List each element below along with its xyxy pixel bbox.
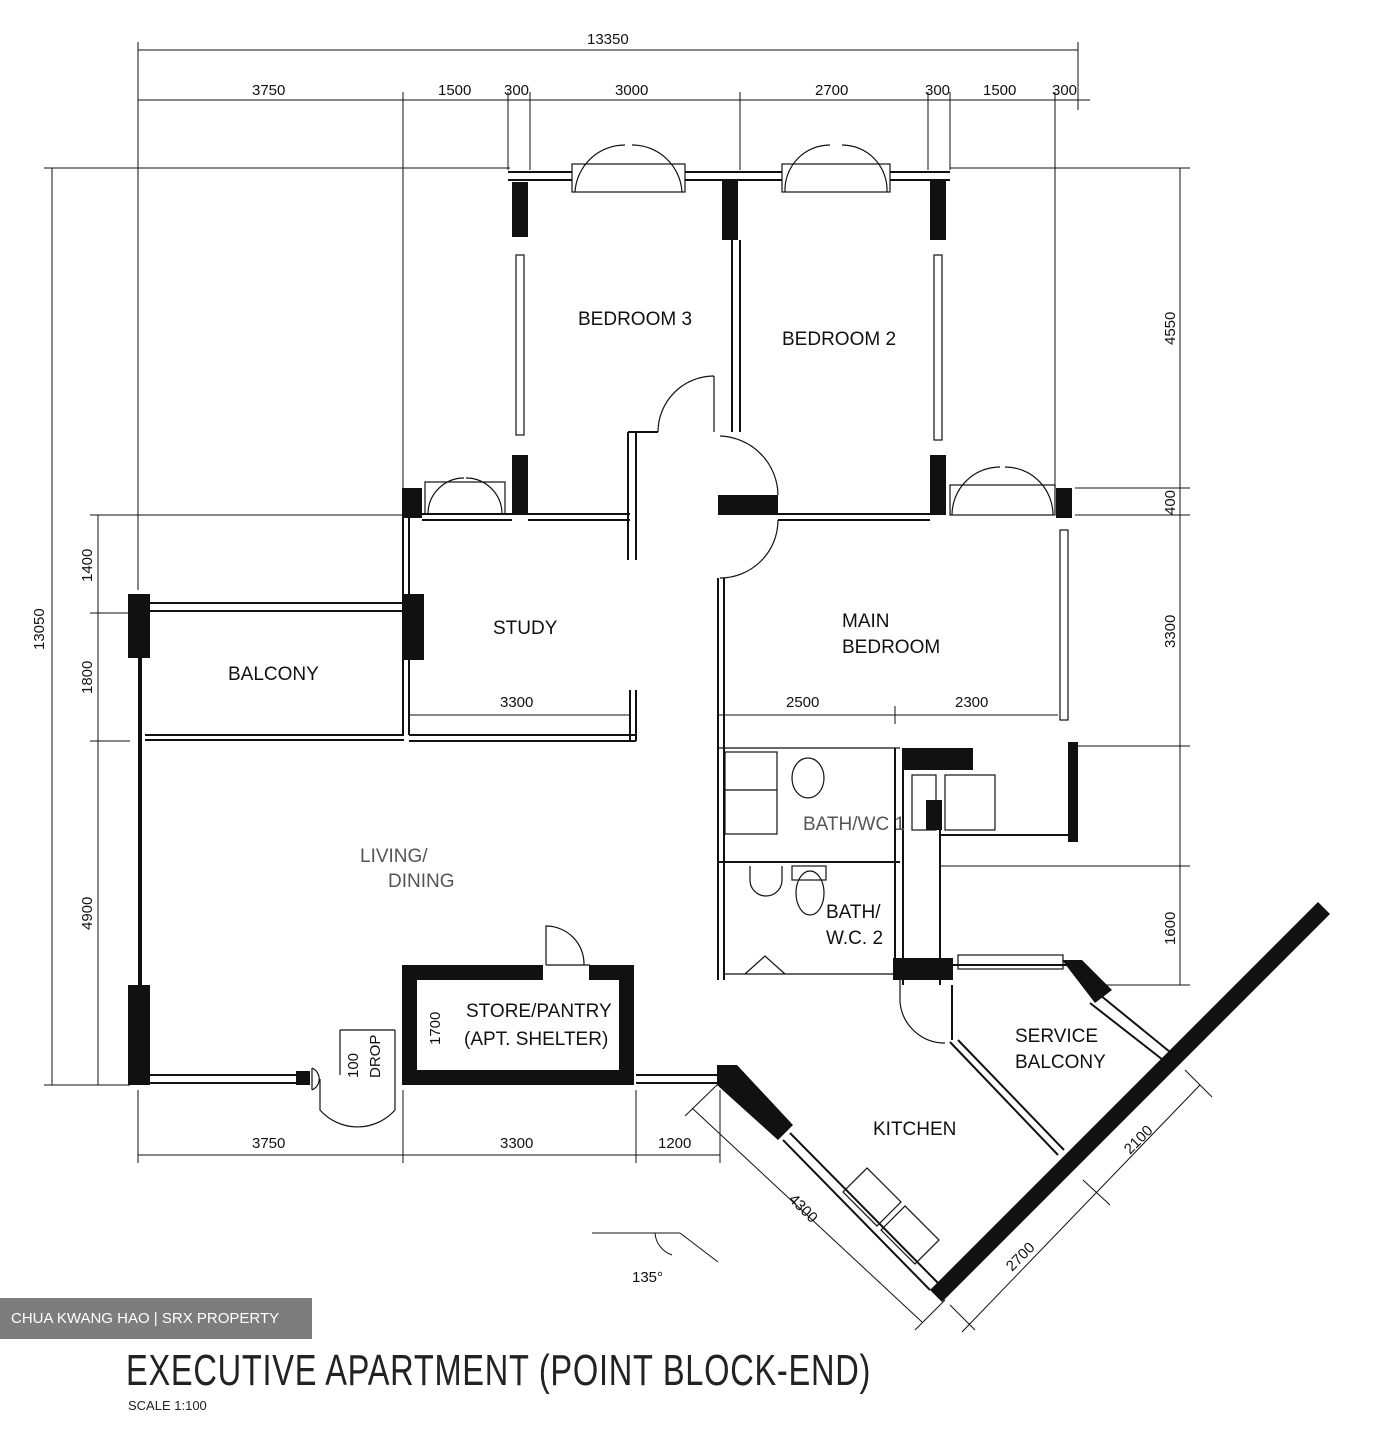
walls [128, 144, 1330, 1302]
dim-top-1: 3750 [252, 82, 285, 99]
balcony-label: BALCONY [228, 664, 319, 685]
kitchen-label: KITCHEN [873, 1119, 956, 1140]
watermark-banner: CHUA KWANG HAO | SRX PROPERTY [0, 1298, 312, 1339]
dim-kitchen-wall: 4300 [785, 1191, 821, 1227]
dim-angle: 135° [632, 1269, 663, 1286]
dim-main-bedroom-2: 2300 [955, 694, 988, 711]
dim-top-5: 2700 [815, 82, 848, 99]
dim-left-1: 1400 [79, 549, 96, 582]
dimension-labels: 13350 3750 1500 300 3000 2700 300 1500 3… [31, 31, 1179, 1286]
dim-top-8: 300 [1052, 82, 1077, 99]
dim-main-bedroom-1: 2500 [786, 694, 819, 711]
dim-bottom-1: 3750 [252, 1135, 285, 1152]
plan-scale: SCALE 1:100 [128, 1398, 207, 1413]
main-bedroom-label-1: MAIN [842, 611, 890, 632]
dim-bottom-3: 1200 [658, 1135, 691, 1152]
dim-top-6: 300 [925, 82, 950, 99]
dim-left-3: 4900 [79, 897, 96, 930]
dim-right-3: 3300 [1162, 615, 1179, 648]
dim-bottom-2: 3300 [500, 1135, 533, 1152]
dim-angled-1: 2100 [1121, 1122, 1157, 1158]
dim-right-2: 400 [1162, 490, 1179, 515]
bedroom3-label: BEDROOM 3 [578, 309, 692, 330]
living-dining-label-1: LIVING/ [360, 846, 428, 867]
dim-top-overall: 13350 [587, 31, 629, 48]
living-dining-label-2: DINING [388, 871, 455, 892]
dim-study-width: 3300 [500, 694, 533, 711]
bath1-label: BATH/WC 1 [803, 814, 905, 835]
store-label-2: (APT. SHELTER) [464, 1029, 608, 1050]
dim-right-1: 4550 [1162, 312, 1179, 345]
dim-left-2: 1800 [79, 661, 96, 694]
bath2-label-2: W.C. 2 [826, 928, 883, 949]
study-label: STUDY [493, 618, 558, 639]
service-balcony-label-1: SERVICE [1015, 1026, 1098, 1047]
plan-title: EXECUTIVE APARTMENT (POINT BLOCK-END) [126, 1346, 872, 1395]
service-balcony-label-2: BALCONY [1015, 1052, 1106, 1073]
bedroom2-label: BEDROOM 2 [782, 329, 896, 350]
store-label-1: STORE/PANTRY [466, 1001, 612, 1022]
main-bedroom-label-2: BEDROOM [842, 637, 940, 658]
dim-top-7: 1500 [983, 82, 1016, 99]
dim-drop-size: 100 [345, 1053, 362, 1078]
dim-store-height: 1700 [427, 1012, 444, 1045]
drop-label: DROP [367, 1035, 384, 1078]
dimension-lines [44, 42, 1213, 1333]
bath2-label-1: BATH/ [826, 902, 881, 923]
dim-top-3: 300 [504, 82, 529, 99]
dim-right-4: 1600 [1162, 912, 1179, 945]
dim-top-2: 1500 [438, 82, 471, 99]
dim-left-overall: 13050 [31, 608, 48, 650]
dim-angled-2: 2700 [1003, 1239, 1039, 1275]
room-labels: BEDROOM 3 BEDROOM 2 STUDY MAIN BEDROOM B… [228, 309, 1106, 1140]
dim-top-4: 3000 [615, 82, 648, 99]
